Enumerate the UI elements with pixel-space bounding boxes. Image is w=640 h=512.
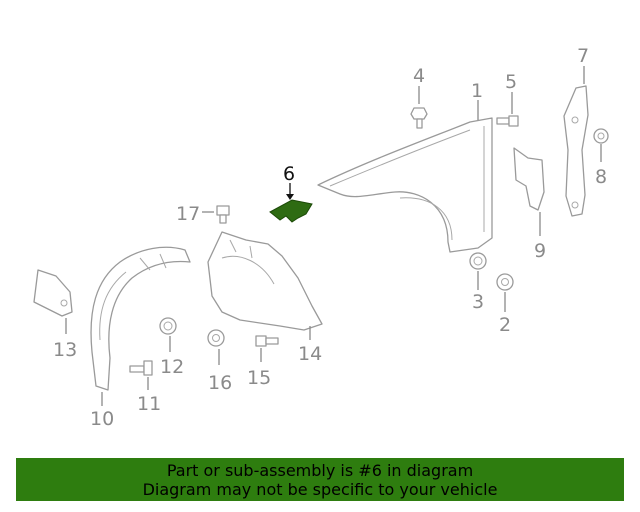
rear-liner-part-14[interactable] [207, 231, 323, 331]
part-label-3: 3 [472, 291, 484, 313]
nut-part-12[interactable] [159, 317, 177, 335]
part-label-2: 2 [499, 314, 511, 336]
screw-part-11[interactable] [129, 360, 153, 376]
part-label-6: 6 [283, 163, 295, 185]
part-label-11: 11 [137, 393, 161, 415]
fender-part[interactable] [317, 117, 493, 253]
bracket-part-7[interactable] [563, 85, 589, 217]
part-label-7: 7 [577, 45, 589, 67]
wheel-liner-part-10[interactable] [90, 246, 191, 391]
screw-part-5[interactable] [496, 115, 519, 127]
part-label-10: 10 [90, 408, 114, 430]
panel-part-9[interactable] [513, 147, 545, 211]
clip-part-8[interactable] [593, 128, 609, 144]
screw-part-15[interactable] [255, 335, 279, 347]
part-label-8: 8 [595, 166, 607, 188]
part-label-17: 17 [176, 203, 200, 225]
nut-part-16[interactable] [207, 329, 225, 347]
part-info-banner: Part or sub-assembly is #6 in diagram Di… [16, 458, 624, 501]
part-label-1: 1 [471, 80, 483, 102]
part-label-5: 5 [505, 71, 517, 93]
part-label-14: 14 [298, 343, 322, 365]
part-label-16: 16 [208, 372, 232, 394]
part-label-4: 4 [413, 65, 425, 87]
part-label-15: 15 [247, 367, 271, 389]
banner-line-1: Part or sub-assembly is #6 in diagram [166, 461, 474, 480]
part-label-9: 9 [534, 240, 546, 262]
part-label-12: 12 [160, 356, 184, 378]
bolt-part-4[interactable] [410, 107, 428, 129]
bracket-part-13[interactable] [33, 269, 73, 317]
screw-part-17[interactable] [216, 205, 230, 224]
bracket-part-6[interactable] [269, 199, 313, 223]
part-label-13: 13 [53, 339, 77, 361]
banner-line-2: Diagram may not be specific to your vehi… [142, 480, 498, 499]
bracket-part-6-shape [269, 199, 313, 223]
grommet-part-3[interactable] [469, 252, 487, 270]
nut-part-2[interactable] [496, 273, 514, 291]
